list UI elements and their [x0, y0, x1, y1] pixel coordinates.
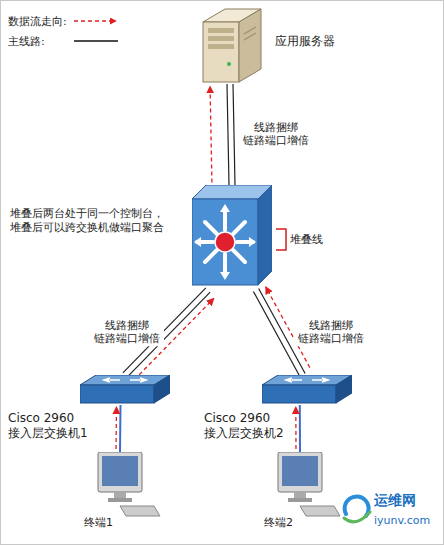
- node-label: 终端1: [84, 516, 124, 530]
- trunk-line: [253, 291, 300, 376]
- trunk-line: [233, 84, 235, 185]
- data-flow: [115, 407, 117, 449]
- watermark-url: iyunv.com: [374, 514, 430, 527]
- legend-item: 主线路:: [8, 32, 120, 50]
- legend-sample: [72, 16, 120, 26]
- link-connector: [210, 84, 235, 185]
- data-flow: [210, 86, 212, 182]
- link-connector: [296, 405, 300, 452]
- sw-node: Cisco 2960 接入层交换机2: [262, 375, 352, 405]
- core-node: 堆叠后两台处于同一个控制台，堆叠后可以跨交换机做端口聚合: [192, 185, 272, 290]
- watermark-logo: [344, 496, 370, 521]
- legend-sample: [72, 36, 120, 46]
- term-icon: [92, 452, 162, 520]
- node-label: 应用服务器: [275, 34, 365, 49]
- legend-item: 数据流走向:: [8, 12, 120, 30]
- stack-label: 堆叠线: [290, 232, 323, 247]
- access-line: [299, 405, 301, 452]
- sw-icon: [80, 375, 170, 405]
- link-connector: [116, 405, 120, 452]
- sw-node: Cisco 2960 接入层交换机1: [80, 375, 170, 405]
- watermark-text: 运维网: [374, 492, 416, 510]
- legend-text: 主线路:: [8, 34, 72, 49]
- access-line: [119, 405, 122, 452]
- term-icon: [272, 452, 342, 520]
- server-icon: [195, 4, 265, 84]
- data-flow: [295, 407, 296, 449]
- stack-bracket: [276, 229, 286, 250]
- core-icon: [192, 185, 272, 290]
- link-label: 线路捆绑 链路端口增倍: [239, 121, 313, 149]
- sw-icon: [262, 375, 352, 405]
- node-label: 终端2: [264, 516, 304, 530]
- node-label: 堆叠后两台处于同一个控制台，堆叠后可以跨交换机做端口聚合: [10, 207, 148, 235]
- node-label: Cisco 2960 接入层交换机2: [204, 411, 290, 441]
- trunk-line: [227, 84, 229, 185]
- server-node: 应用服务器: [195, 4, 265, 84]
- link-label: 线路捆绑 链路端口增倍: [294, 319, 368, 347]
- term-node: 终端1: [92, 452, 162, 520]
- term-node: 终端2: [272, 452, 342, 520]
- link-label: 线路捆绑 链路端口增倍: [90, 319, 164, 347]
- legend-text: 数据流走向:: [8, 14, 72, 29]
- node-label: Cisco 2960 接入层交换机1: [8, 411, 94, 441]
